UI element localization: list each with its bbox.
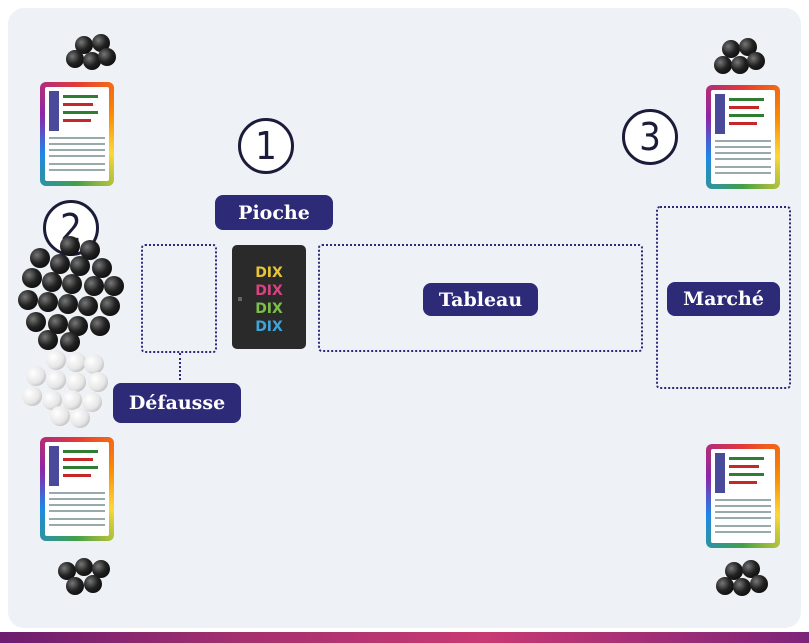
player-card-bottom-right[interactable] [706, 444, 780, 548]
step-number-3: 3 [622, 109, 678, 165]
step-number-1: 1 [238, 118, 294, 174]
defausse-label: Défausse [113, 383, 241, 423]
pioche-label: Pioche [215, 195, 333, 230]
tableau-zone[interactable] [318, 244, 643, 352]
game-board [8, 8, 801, 628]
card-edge-mark [238, 297, 242, 301]
deck-word: DIX [255, 283, 283, 299]
marche-label: Marché [667, 282, 780, 316]
deck-word: DIX [255, 301, 283, 317]
deck-cover-art: DIX DIX DIX DIX [238, 265, 283, 335]
marche-zone[interactable] [656, 206, 791, 389]
tableau-label: Tableau [423, 283, 538, 316]
draw-pile[interactable]: DIX DIX DIX DIX [232, 245, 306, 349]
deck-word: DIX [255, 319, 283, 335]
player-card-top-right[interactable] [706, 85, 780, 189]
player-card-bottom-left[interactable] [40, 437, 114, 541]
defausse-connector [179, 353, 181, 380]
player-card-top-left[interactable] [40, 82, 114, 186]
defausse-zone[interactable] [141, 244, 217, 353]
deck-word: DIX [255, 265, 283, 281]
decorative-footer-band [0, 632, 809, 643]
